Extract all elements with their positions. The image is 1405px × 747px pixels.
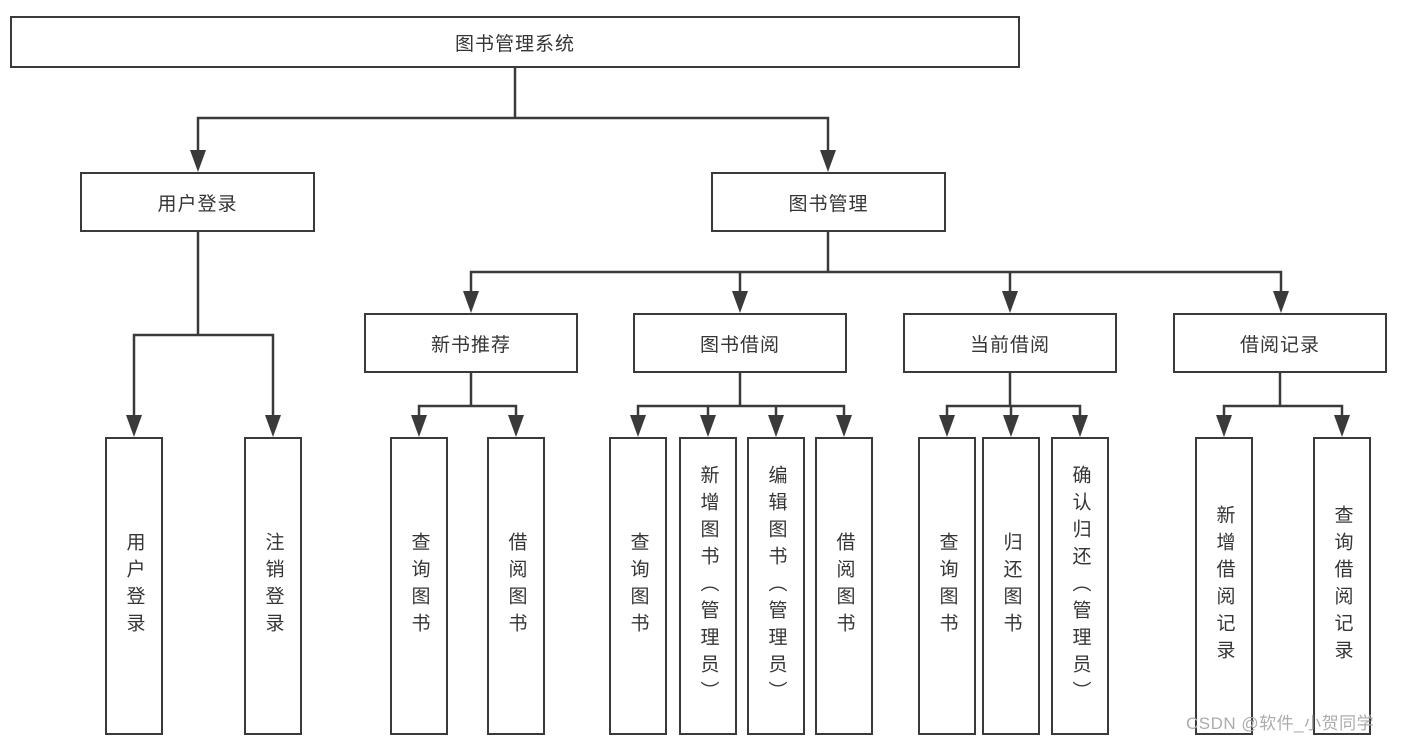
leaf-label: 新增图书（管理员） [697, 464, 719, 708]
leaf-label: 查询借阅记录 [1331, 505, 1353, 667]
leaf-label: 借阅图书 [833, 532, 855, 640]
leaf-label: 查询图书 [408, 532, 430, 640]
leaf-query-book-current: 查询图书 [918, 437, 976, 735]
node-book-borrow: 图书借阅 [633, 313, 847, 373]
leaf-label: 编辑图书（管理员） [765, 464, 787, 708]
leaf-label: 归还图书 [1000, 532, 1022, 640]
leaf-label: 新增借阅记录 [1213, 505, 1235, 667]
leaf-label: 用户登录 [123, 532, 145, 640]
leaf-user-login: 用户登录 [105, 437, 163, 735]
leaf-add-book-admin: 新增图书（管理员） [679, 437, 737, 735]
leaf-query-borrow-record: 查询借阅记录 [1313, 437, 1371, 735]
leaf-confirm-return-admin: 确认归还（管理员） [1051, 437, 1109, 735]
leaf-add-borrow-record: 新增借阅记录 [1195, 437, 1253, 735]
leaf-label: 查询图书 [627, 532, 649, 640]
node-new-book-recommend: 新书推荐 [364, 313, 578, 373]
leaf-query-book-borrow: 查询图书 [609, 437, 667, 735]
leaf-query-book-recommend: 查询图书 [390, 437, 448, 735]
node-root: 图书管理系统 [10, 16, 1020, 68]
leaf-label: 注销登录 [262, 532, 284, 640]
leaf-label: 确认归还（管理员） [1069, 464, 1091, 708]
leaf-label: 查询图书 [936, 532, 958, 640]
watermark: CSDN @软件_小贺同学 [1186, 714, 1375, 733]
leaf-edit-book-admin: 编辑图书（管理员） [747, 437, 805, 735]
leaf-logout-login: 注销登录 [244, 437, 302, 735]
leaf-borrow-book: 借阅图书 [815, 437, 873, 735]
leaf-borrow-book-recommend: 借阅图书 [487, 437, 545, 735]
node-user-login: 用户登录 [80, 172, 315, 232]
leaf-return-book: 归还图书 [982, 437, 1040, 735]
node-borrow-records: 借阅记录 [1173, 313, 1387, 373]
node-book-management: 图书管理 [711, 172, 946, 232]
node-current-borrow: 当前借阅 [903, 313, 1117, 373]
leaf-label: 借阅图书 [505, 532, 527, 640]
